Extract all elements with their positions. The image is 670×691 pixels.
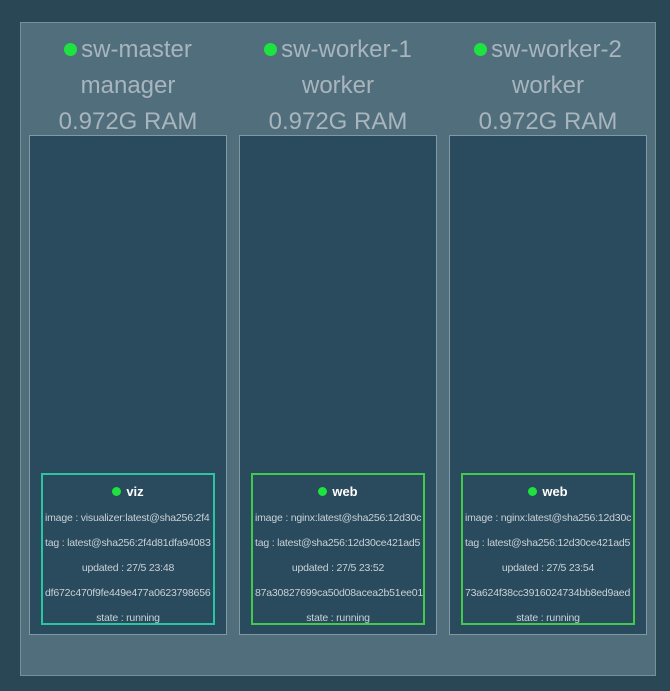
task-id: 87a30827699ca50d08acea2b51ee01 [255,587,423,599]
task-card-web: web image : nginx:latest@sha256:12d30c t… [461,473,635,625]
task-name: web [332,484,358,499]
swarm-visualizer-panel: sw-master manager 0.972G RAM viz image :… [20,22,656,676]
task-id: df672c470f9fe449e477a0623798656 [45,587,211,599]
node-name-line: sw-worker-1 [239,32,437,68]
task-id: 73a624f38cc3916024734bb8ed9aed [465,587,631,599]
task-name: web [542,484,568,499]
node-role: manager [80,72,176,99]
task-title: web [463,484,633,499]
node-role: worker [301,72,374,99]
node-status-green-dot-icon [64,42,78,56]
node-role: worker [511,72,584,99]
node-container: web image : nginx:latest@sha256:12d30c t… [449,135,647,635]
task-updated: updated : 27/5 23:48 [81,562,175,574]
task-updated: updated : 27/5 23:54 [501,562,595,574]
node-status-green-dot-icon [264,42,278,56]
node-header: sw-master manager 0.972G RAM [29,23,227,135]
task-status-green-dot-icon [318,487,328,497]
node-name: sw-worker-1 [281,36,412,63]
task-title: viz [43,484,213,499]
task-status-green-dot-icon [112,487,122,497]
task-tag: tag : latest@sha256:2f4d81dfa94083 [45,537,211,549]
task-tag: tag : latest@sha256:12d30ce421ad5 [255,537,421,549]
task-state: state : running [96,612,160,624]
node-ram: 0.972G RAM [268,108,408,135]
task-name: viz [126,484,144,499]
node-name: sw-master [81,36,192,63]
task-image: image : nginx:latest@sha256:12d30c [255,512,422,524]
task-card-viz: viz image : visualizer:latest@sha256:2f4… [41,473,215,625]
node-container: viz image : visualizer:latest@sha256:2f4… [29,135,227,635]
node-name: sw-worker-2 [491,36,622,63]
nodes-row: sw-master manager 0.972G RAM viz image :… [21,23,655,635]
task-image: image : visualizer:latest@sha256:2f4 [45,512,210,524]
node-header: sw-worker-2 worker 0.972G RAM [449,23,647,135]
node-status-green-dot-icon [474,42,488,56]
node-header: sw-worker-1 worker 0.972G RAM [239,23,437,135]
node-column-sw-master: sw-master manager 0.972G RAM viz image :… [29,23,227,635]
task-state: state : running [306,612,370,624]
node-ram: 0.972G RAM [478,108,618,135]
task-state: state : running [516,612,580,624]
task-card-web: web image : nginx:latest@sha256:12d30c t… [251,473,425,625]
node-name-line: sw-worker-2 [449,32,647,68]
task-image: image : nginx:latest@sha256:12d30c [465,512,632,524]
node-ram: 0.972G RAM [58,108,198,135]
node-name-line: sw-master [29,32,227,68]
task-title: web [253,484,423,499]
node-column-sw-worker-2: sw-worker-2 worker 0.972G RAM web image … [449,23,647,635]
node-container: web image : nginx:latest@sha256:12d30c t… [239,135,437,635]
task-status-green-dot-icon [528,487,538,497]
task-updated: updated : 27/5 23:52 [291,562,385,574]
task-tag: tag : latest@sha256:12d30ce421ad5 [465,537,631,549]
node-column-sw-worker-1: sw-worker-1 worker 0.972G RAM web image … [239,23,437,635]
